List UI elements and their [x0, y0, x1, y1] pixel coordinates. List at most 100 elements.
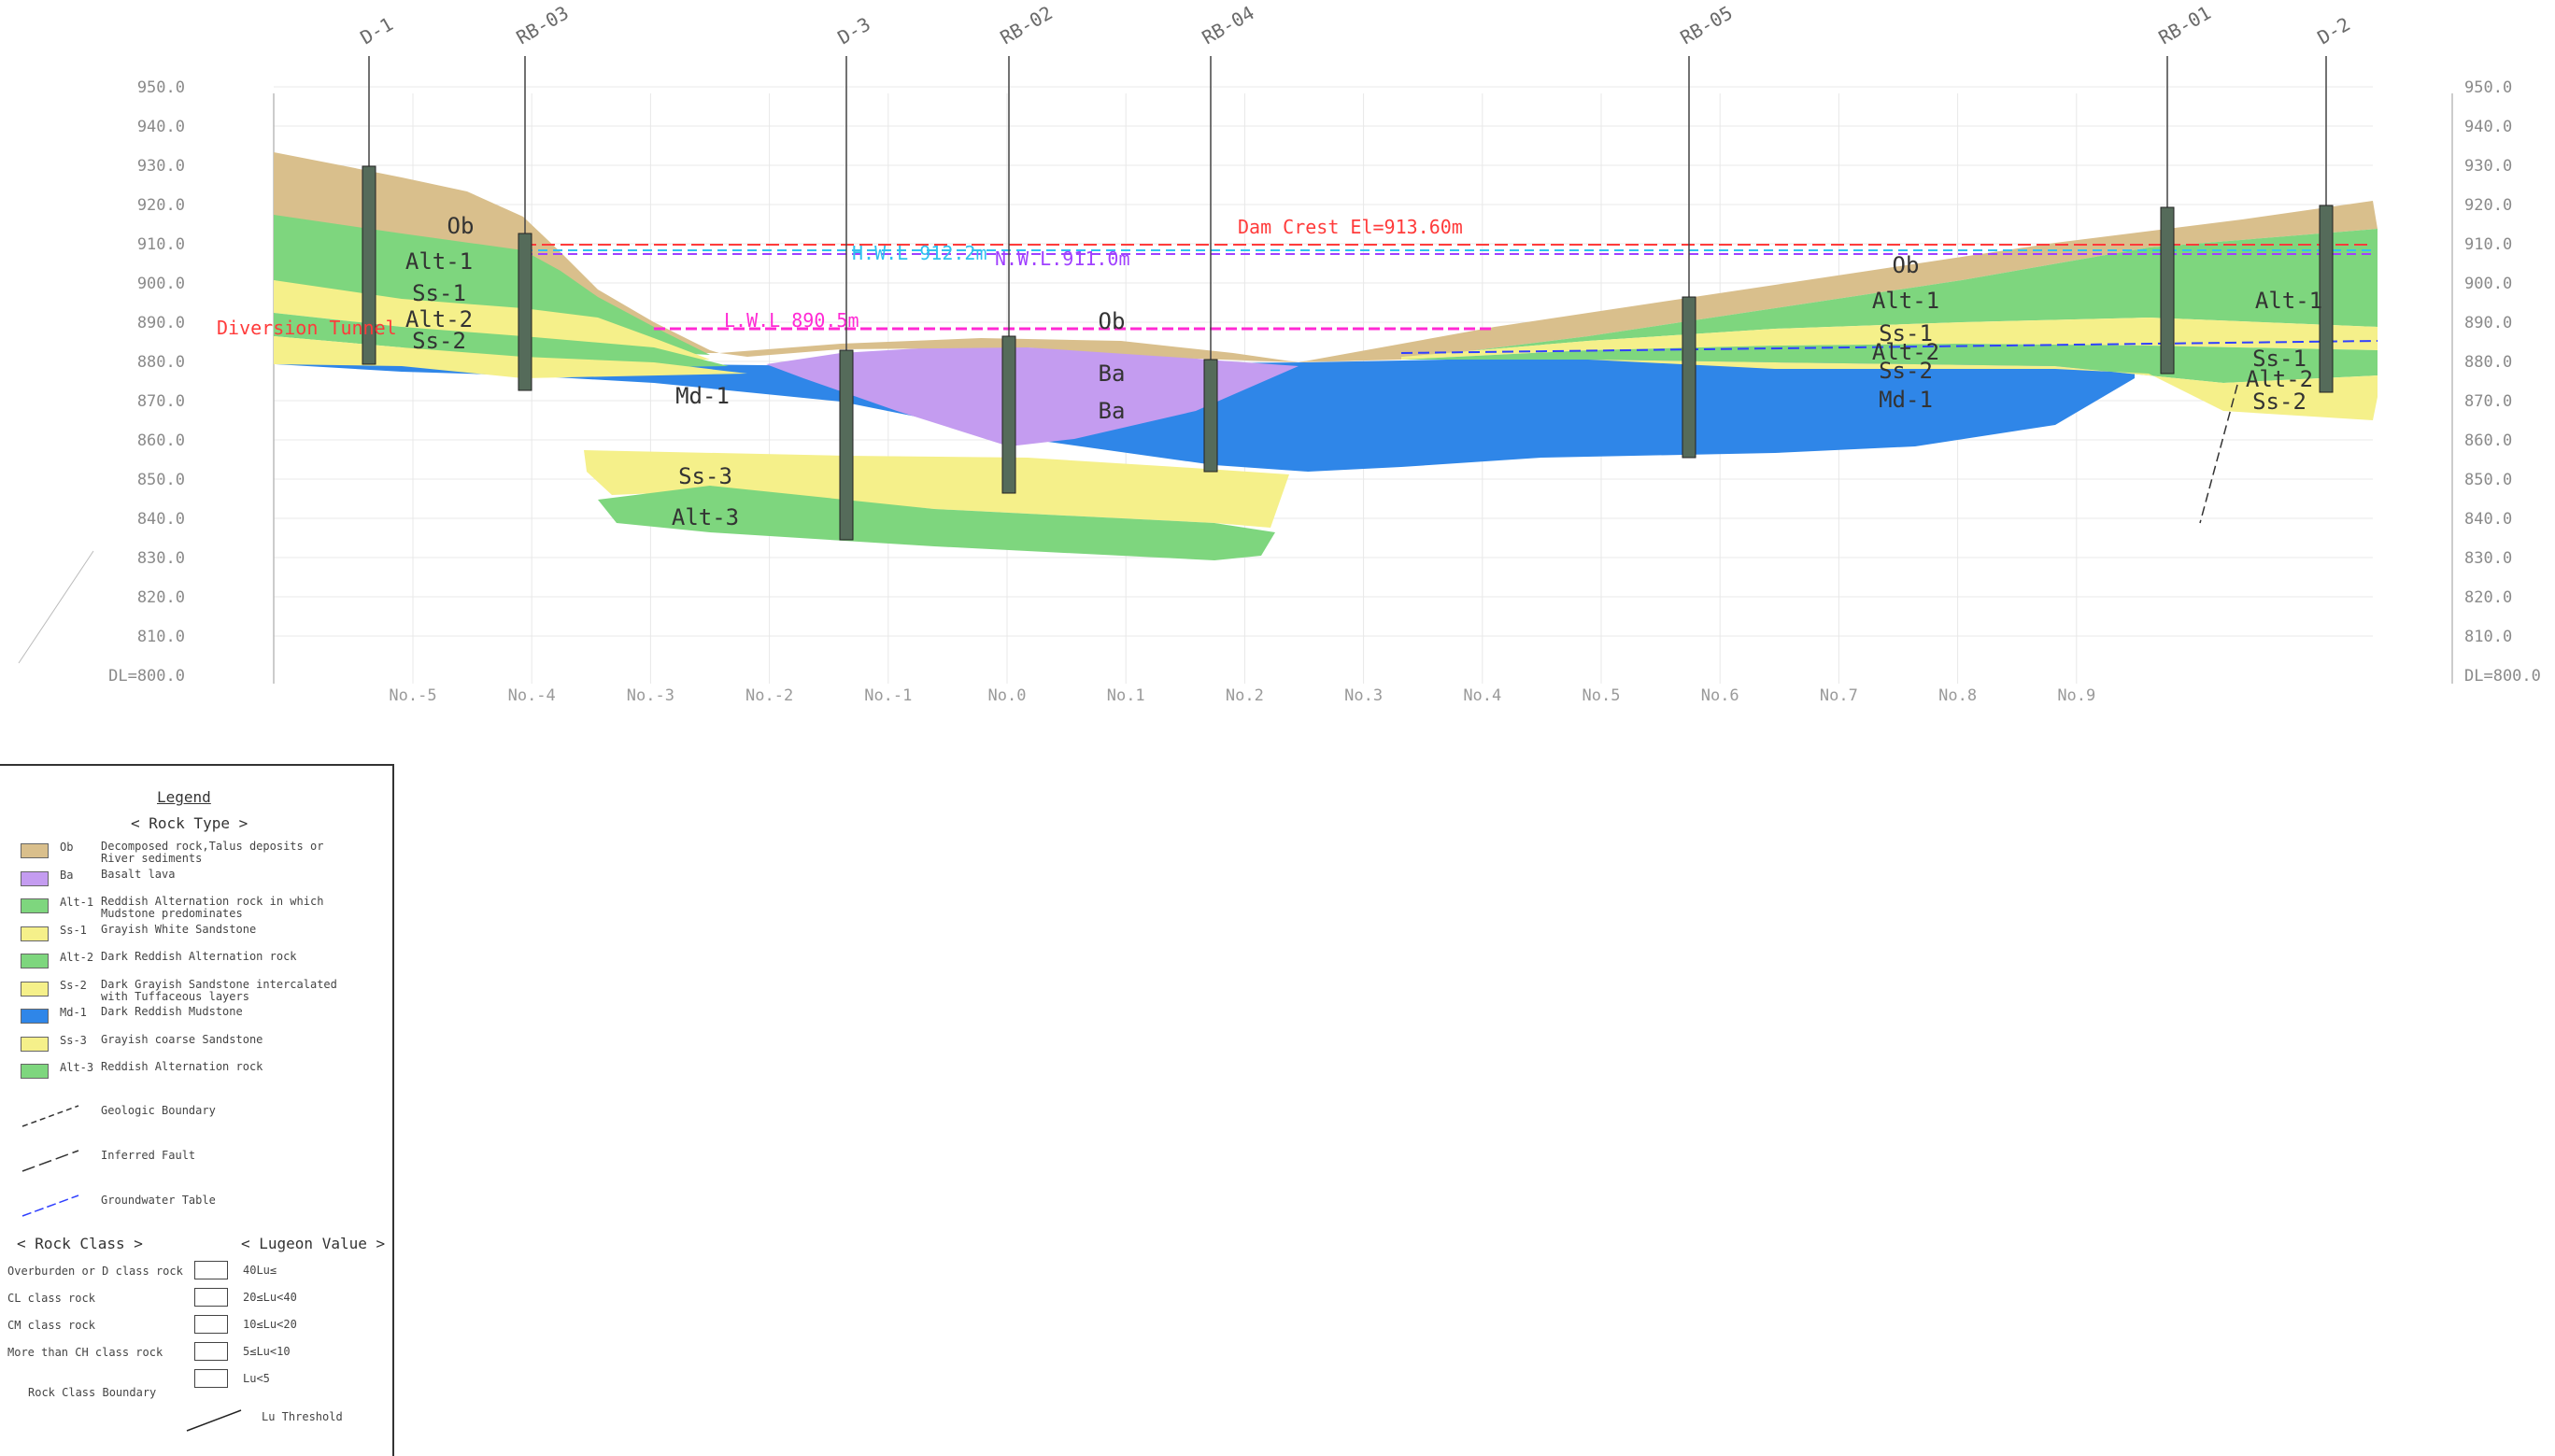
rock-type-code: Alt-1: [60, 896, 94, 909]
elevation-label-right: 900.0: [2464, 275, 2512, 293]
borehole-label: D-3: [834, 12, 874, 49]
legend-title: Legend: [157, 788, 211, 806]
elevation-label-right: 920.0: [2464, 196, 2512, 215]
line-symbol-label: Inferred Fault: [101, 1149, 196, 1162]
elevation-label-left: 810.0: [137, 628, 185, 646]
layer-right-alt1: [1401, 229, 2378, 360]
borehole-label: RB-03: [513, 1, 573, 49]
elevation-label-left: DL=800.0: [108, 667, 185, 686]
unit-label: Ob: [447, 213, 475, 239]
unit-label: Md-1: [675, 383, 730, 409]
rock-type-swatch: [21, 926, 49, 941]
station-label: No.1: [1107, 686, 1145, 705]
lugeon-label: 10≤Lu<20: [243, 1318, 297, 1331]
elevation-label-right: 950.0: [2464, 78, 2512, 97]
rock-class-item: CL class rock: [7, 1292, 95, 1305]
elevation-label-left: 870.0: [137, 392, 185, 411]
borehole-label: D-1: [357, 12, 397, 49]
station-label: No.-4: [508, 686, 556, 705]
section-labels: Dam Crest El=913.60m H.W.L 912.2m N.W.L.…: [217, 213, 2322, 530]
line-symbol: [21, 1105, 79, 1127]
station-label: No.5: [1583, 686, 1621, 705]
borehole-label: RB-02: [997, 1, 1057, 49]
unit-label: Alt-3: [672, 504, 739, 530]
elevation-label-right: 830.0: [2464, 549, 2512, 568]
rock-type-code: Md-1: [60, 1006, 87, 1019]
elevation-label-left: 880.0: [137, 353, 185, 372]
rock-type-desc: Reddish Alternation rock: [101, 1060, 263, 1073]
lu-threshold-line: [186, 1409, 242, 1432]
rock-type-swatch: [21, 954, 49, 968]
borehole-log: [2319, 205, 2334, 393]
rock-type-code: Ss-3: [60, 1033, 87, 1047]
layer-left-ss2: [274, 336, 747, 378]
unit-label: Ss-1: [412, 280, 466, 306]
rock-type-swatch: [21, 981, 49, 997]
station-label: No.-2: [745, 686, 793, 705]
elevation-label-left: 850.0: [137, 471, 185, 489]
borehole-label: D-2: [2314, 12, 2354, 49]
lugeon-label: 5≤Lu<10: [243, 1345, 291, 1358]
rock-type-code: Alt-3: [60, 1061, 94, 1074]
line-symbol: [21, 1194, 79, 1217]
layer-right-ss2: [1588, 360, 2378, 420]
rock-type-desc: Reddish Alternation rock in which Mudsto…: [101, 895, 324, 920]
unit-label: Ss-1: [2252, 346, 2307, 372]
elevation-label-right: 840.0: [2464, 510, 2512, 529]
rock-class-item: Overburden or D class rock: [7, 1265, 183, 1278]
lugeon-swatch: [194, 1261, 228, 1279]
elevation-label-left: 950.0: [137, 78, 185, 97]
layer-right-ob: [1299, 201, 2378, 362]
elevation-label-right: 880.0: [2464, 353, 2512, 372]
rock-class-item: More than CH class rock: [7, 1346, 163, 1359]
borehole-label: RB-04: [1199, 1, 1258, 49]
elevation-label-right: 810.0: [2464, 628, 2512, 646]
rock-type-code: Ba: [60, 868, 74, 882]
layer-ba: [766, 347, 1299, 446]
elevation-label-left: 890.0: [137, 314, 185, 332]
elevation-label-right: 910.0: [2464, 235, 2512, 254]
station-label: No.3: [1344, 686, 1383, 705]
elevation-label-left: 900.0: [137, 275, 185, 293]
rock-class-item: Rock Class Boundary: [28, 1386, 157, 1399]
unit-label: Alt-2: [405, 306, 473, 332]
rock-type-item: Ba Basalt lava: [21, 867, 344, 897]
borehole-label: RB-01: [2155, 1, 2215, 49]
rock-type-desc: Dark Reddish Mudstone: [101, 1005, 243, 1018]
line-symbol-label: Geologic Boundary: [101, 1104, 216, 1117]
rock-type-desc: Basalt lava: [101, 867, 176, 881]
unit-label: Alt-1: [2255, 288, 2322, 314]
unit-label: Alt-2: [1872, 339, 1939, 365]
rock-type-item: Alt-1 Reddish Alternation rock in which M…: [21, 896, 344, 924]
borehole-log: [1682, 296, 1696, 459]
unit-label: Md-1: [1879, 387, 1933, 413]
fault-line: [2199, 384, 2238, 524]
elevation-label-right: 940.0: [2464, 118, 2512, 136]
lugeon-swatch: [194, 1288, 228, 1307]
geologic-layers: [274, 152, 2378, 560]
lugeon-item: 10≤Lu<20: [194, 1315, 297, 1334]
lugeon-item: Lu<5: [194, 1369, 270, 1388]
rock-type-item: Md-1 Dark Reddish Mudstone: [21, 1006, 344, 1034]
station-label: No.4: [1463, 686, 1501, 705]
rock-type-swatch: [21, 1036, 49, 1052]
lugeon-item: 5≤Lu<10: [194, 1342, 291, 1361]
elevation-label-left: 820.0: [137, 588, 185, 607]
layer-alt3: [598, 486, 1275, 560]
rock-type-swatch: [21, 1009, 49, 1024]
layer-ss3: [584, 450, 1289, 528]
unit-label: Ss-2: [1879, 358, 1933, 384]
rock-type-code: Ss-1: [60, 923, 87, 937]
elevation-label-right: 890.0: [2464, 314, 2512, 332]
line-symbol-item: Inferred Fault: [21, 1145, 195, 1182]
unit-label: Ss-1: [1879, 320, 1933, 346]
borehole-log: [1203, 359, 1218, 473]
elevation-label-right: 870.0: [2464, 392, 2512, 411]
station-label: No.8: [1938, 686, 1977, 705]
unit-label: Alt-1: [405, 248, 473, 275]
geological-cross-section: 950.0940.0930.0920.0910.0900.0890.0880.0…: [18, 1, 2541, 705]
station-label: No.2: [1226, 686, 1264, 705]
borehole-log: [362, 165, 376, 365]
